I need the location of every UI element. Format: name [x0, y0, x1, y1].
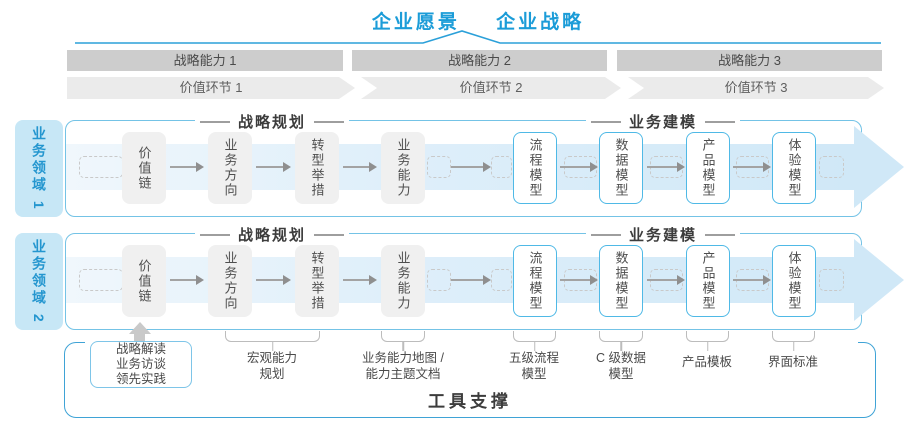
header-dash-icon — [705, 233, 736, 236]
annotation-line: 产品模板 — [681, 355, 733, 369]
box-experience-model: 体验模型 — [772, 245, 816, 317]
box-process-model: 流程模型 — [513, 245, 557, 317]
flow-arrow-icon — [733, 162, 771, 172]
domain-tab-2: 业务领域 2 — [15, 233, 63, 330]
header-dash-icon — [199, 120, 230, 123]
section-header-label: 战略规划 — [237, 227, 307, 244]
header-dash-icon — [314, 233, 345, 236]
placeholder-slot — [79, 269, 123, 291]
flow-arrow-icon — [451, 275, 491, 285]
roof-line-icon — [75, 30, 881, 44]
flow-arrow-icon — [560, 275, 598, 285]
box-experience-model: 体验模型 — [772, 132, 816, 204]
value-link-chevron-3: 价值环节 3 — [628, 77, 884, 99]
annotation-ui-standard: 界面标准 — [768, 354, 818, 370]
up-arrow-shaft — [134, 333, 145, 342]
box-business-capability: 业务能力 — [381, 245, 425, 317]
band-arrowhead-icon — [854, 239, 904, 321]
box-business-direction: 业务方向 — [208, 132, 252, 204]
box-transformation: 转型举措 — [295, 245, 339, 317]
box-process-model: 流程模型 — [513, 132, 557, 204]
strategy-label: 企业战略 — [496, 12, 585, 33]
placeholder-slot — [491, 269, 512, 291]
section-header-label: 业务建模 — [628, 227, 698, 244]
annotation-line: 规划 — [259, 367, 285, 382]
box-business-direction: 业务方向 — [208, 245, 252, 317]
section-header-label: 战略规划 — [237, 114, 307, 131]
annotation-line: 能力主题文档 — [365, 367, 441, 382]
annotation-line: 界面标准 — [767, 355, 819, 369]
box-product-model: 产品模型 — [686, 245, 730, 317]
bracket-icon — [772, 331, 815, 342]
annotation-line: 宏观能力 — [246, 351, 298, 365]
flow-arrow-icon — [647, 275, 685, 285]
annotation-process-model: 五级流程 模型 — [509, 350, 559, 383]
header-dash-icon — [590, 233, 621, 236]
strategy-sources-box: 战略解读 业务访谈 领先实践 — [90, 341, 192, 388]
box-value-chain: 价值链 — [122, 245, 166, 317]
header-dash-icon — [199, 233, 230, 236]
flow-arrow-icon — [170, 162, 204, 172]
header-dash-icon — [705, 120, 736, 123]
annotation-line: C 级数据 — [595, 351, 647, 365]
border-cover — [85, 338, 858, 347]
bracket-icon — [599, 331, 643, 342]
placeholder-slot — [819, 269, 844, 291]
capability-bar-3: 战略能力 3 — [617, 50, 882, 71]
bracket-icon — [381, 331, 425, 342]
flow-arrow-icon — [256, 162, 291, 172]
placeholder-slot — [79, 156, 123, 178]
annotation-line: 业务能力地图 / — [362, 351, 444, 365]
band-arrowhead-icon — [854, 126, 904, 208]
up-arrow-icon — [129, 322, 151, 334]
placeholder-slot — [491, 156, 512, 178]
section-header-label: 业务建模 — [628, 114, 698, 131]
annotation-capability-map: 业务能力地图 / 能力主题文档 — [362, 350, 444, 383]
flow-arrow-icon — [560, 162, 598, 172]
capability-bar-2: 战略能力 2 — [352, 50, 607, 71]
flow-arrow-icon — [343, 275, 377, 285]
domain-tab-1: 业务领域 1 — [15, 120, 63, 217]
tool-support-label: 工具支撑 — [428, 392, 512, 411]
annotation-line: 模型 — [521, 367, 547, 382]
box-transformation: 转型举措 — [295, 132, 339, 204]
header-dash-icon — [314, 120, 345, 123]
annotation-macro-capability: 宏观能力 规划 — [247, 350, 297, 383]
bracket-icon — [686, 331, 729, 342]
placeholder-slot — [427, 269, 451, 291]
value-link-chevron-1: 价值环节 1 — [67, 77, 355, 99]
box-data-model: 数据模型 — [599, 132, 643, 204]
flow-arrow-icon — [343, 162, 377, 172]
header-dash-icon — [590, 120, 621, 123]
bracket-icon — [225, 331, 320, 342]
flow-arrow-icon — [647, 162, 685, 172]
annotation-line: 五级流程 — [508, 351, 560, 365]
annotation-line: 业务访谈 — [115, 357, 166, 371]
placeholder-slot — [819, 156, 844, 178]
box-data-model: 数据模型 — [599, 245, 643, 317]
annotation-line: 领先实践 — [115, 372, 166, 386]
section-header-modeling: 业务建模 — [585, 111, 741, 132]
flow-arrow-icon — [451, 162, 491, 172]
box-product-model: 产品模型 — [686, 132, 730, 204]
annotation-line: 模型 — [608, 367, 634, 382]
box-business-capability: 业务能力 — [381, 132, 425, 204]
section-header-planning: 战略规划 — [194, 224, 350, 245]
section-header-modeling: 业务建模 — [585, 224, 741, 245]
annotation-product-template: 产品模板 — [682, 354, 732, 370]
bracket-icon — [513, 331, 556, 342]
capability-bar-1: 战略能力 1 — [67, 50, 343, 71]
box-value-chain: 价值链 — [122, 132, 166, 204]
placeholder-slot — [427, 156, 451, 178]
section-header-planning: 战略规划 — [194, 111, 350, 132]
annotation-line: 战略解读 — [115, 342, 166, 356]
flow-arrow-icon — [733, 275, 771, 285]
vision-label: 企业愿景 — [371, 12, 460, 33]
flow-arrow-icon — [256, 275, 291, 285]
top-title: 企业愿景 企业战略 — [358, 7, 598, 34]
flow-arrow-icon — [170, 275, 204, 285]
annotation-data-model: C 级数据 模型 — [596, 350, 646, 383]
value-link-chevron-2: 价值环节 2 — [361, 77, 621, 99]
